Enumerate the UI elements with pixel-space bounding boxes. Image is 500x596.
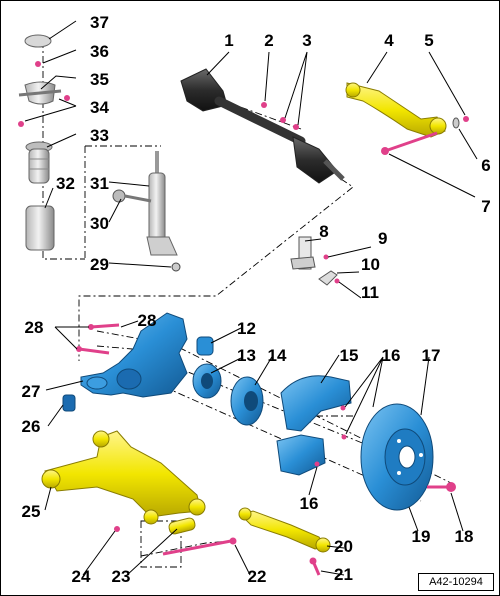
callout-22: 22 [248,567,267,586]
callout-28-right: 28 [138,311,157,330]
callout-36: 36 [90,42,109,61]
bolt-22 [162,537,237,556]
callout-6: 6 [481,156,490,175]
callout-1: 1 [224,31,233,50]
callout-24: 24 [72,567,91,586]
bushing-12 [196,336,214,356]
callout-8: 8 [319,222,328,241]
callout-12: 12 [237,319,256,338]
strut-nut [35,61,41,67]
bump-stop [25,141,53,184]
callout-5: 5 [424,31,433,50]
callout-37: 37 [90,13,109,32]
callout-31: 31 [90,174,109,193]
callout-2: 2 [264,31,273,50]
callout-26: 26 [22,417,41,436]
brake-disc [360,403,434,511]
callout-18: 18 [455,527,474,546]
callout-4: 4 [384,31,394,50]
callout-30: 30 [90,214,109,233]
callout-16-lower: 16 [300,494,319,513]
callout-16: 16 [382,346,401,365]
callout-29: 29 [90,255,109,274]
callout-20: 20 [334,537,353,556]
callout-28-left: 28 [25,318,44,337]
callout-3: 3 [302,31,311,50]
callout-35: 35 [90,70,109,89]
strut-mount-cap [24,34,52,48]
small-bracket-parts [290,236,340,286]
disc-screw-18 [427,482,456,492]
callout-7: 7 [481,197,490,216]
callout-labels: 37 36 35 34 33 32 31 30 29 1 2 3 4 5 6 7… [22,13,491,586]
arm-bushing-23 [168,517,196,535]
callout-27: 27 [22,382,41,401]
figure-reference-code: A42-10294 [418,573,494,591]
bearing-13 [192,363,222,399]
callout-14: 14 [268,346,287,365]
leader-lines [24,20,478,576]
callout-23: 23 [112,567,131,586]
track-rod [238,507,331,553]
callout-13: 13 [237,346,256,365]
bolt-21 [309,557,321,576]
wheel-carrier [80,312,188,398]
callout-17: 17 [422,346,441,365]
callout-11: 11 [361,283,379,302]
upper-link [345,82,469,155]
backing-plate [276,375,352,476]
lower-control-arm [41,430,206,525]
callout-33: 33 [90,126,109,145]
wheel-hub [230,376,264,426]
callout-9: 9 [378,229,387,248]
shock-absorber [112,151,181,272]
callout-25: 25 [22,502,41,521]
callout-32: 32 [56,174,75,193]
nut-24 [114,526,120,532]
callout-10: 10 [361,255,380,274]
callout-15: 15 [340,346,359,365]
carrier-bushing-26 [62,394,76,412]
callout-19: 19 [412,527,431,546]
protective-sleeve [25,205,55,251]
callout-34: 34 [90,98,109,117]
callout-21: 21 [334,565,353,584]
strut-mount [18,81,70,127]
drive-shaft [180,68,345,184]
bolts-28 [76,323,120,355]
